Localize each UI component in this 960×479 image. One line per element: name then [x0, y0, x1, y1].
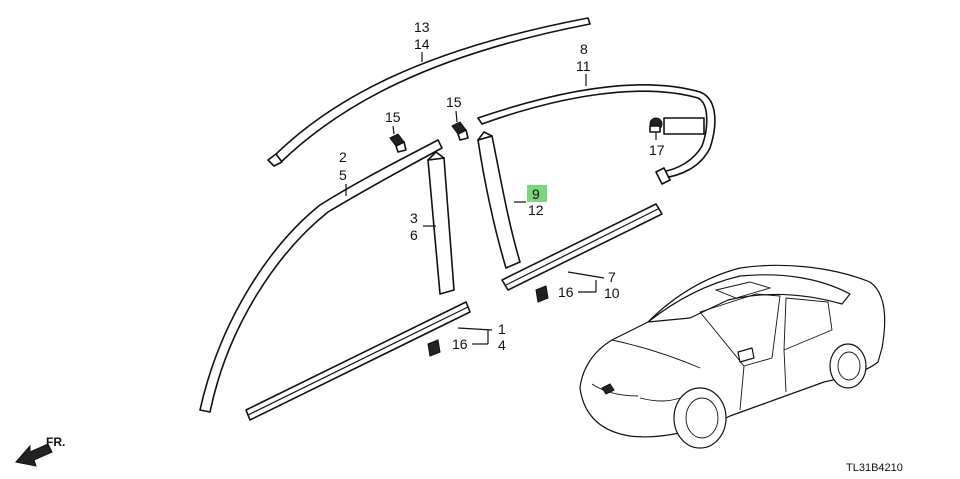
- clip-17-part[interactable]: [649, 117, 705, 135]
- leader-15-right: [455, 110, 458, 123]
- label-3: 3: [410, 210, 418, 226]
- label-15-left: 15: [385, 109, 401, 125]
- screw-15-left-part[interactable]: [389, 133, 407, 153]
- label-16-lower: 16: [452, 336, 468, 352]
- label-11: 11: [576, 58, 591, 74]
- roof-molding-part[interactable]: [267, 17, 591, 167]
- front-arrow-icon: FR.: [15, 435, 65, 467]
- label-6: 6: [410, 227, 418, 243]
- front-door-sash-molding-part[interactable]: [199, 139, 443, 413]
- screw-15-right-part[interactable]: [451, 121, 469, 141]
- label-7: 7: [608, 269, 616, 285]
- label-2: 2: [339, 149, 347, 165]
- rear-pillar-garnish-part[interactable]: [477, 131, 521, 269]
- clip-16-lower-part[interactable]: [427, 339, 441, 357]
- leader-7-10: [567, 271, 605, 279]
- label-10: 10: [604, 285, 620, 301]
- label-4: 4: [498, 337, 506, 353]
- label-12: 12: [528, 202, 544, 218]
- label-17: 17: [649, 142, 665, 158]
- rear-door-sash-molding-part[interactable]: [477, 84, 716, 185]
- rear-door-belt-molding-part[interactable]: [501, 203, 663, 291]
- diagram-code: TL31B4210: [846, 462, 903, 474]
- front-pillar-garnish-part[interactable]: [427, 151, 455, 295]
- label-8: 8: [580, 41, 588, 57]
- label-5: 5: [339, 167, 347, 183]
- leader-1-4: [457, 327, 493, 331]
- car-illustration: [579, 264, 886, 449]
- clip-16-upper-part[interactable]: [535, 285, 549, 303]
- label-9: 9: [532, 186, 540, 202]
- label-15-right: 15: [446, 94, 462, 110]
- front-arrow-label: FR.: [46, 435, 65, 449]
- label-14: 14: [414, 36, 430, 52]
- leader-15-left: [392, 125, 395, 135]
- front-door-belt-molding-part[interactable]: [245, 301, 471, 421]
- label-1: 1: [498, 321, 506, 337]
- highlight-box-9: [527, 185, 547, 202]
- label-13: 13: [414, 19, 430, 35]
- label-16-upper: 16: [558, 284, 574, 300]
